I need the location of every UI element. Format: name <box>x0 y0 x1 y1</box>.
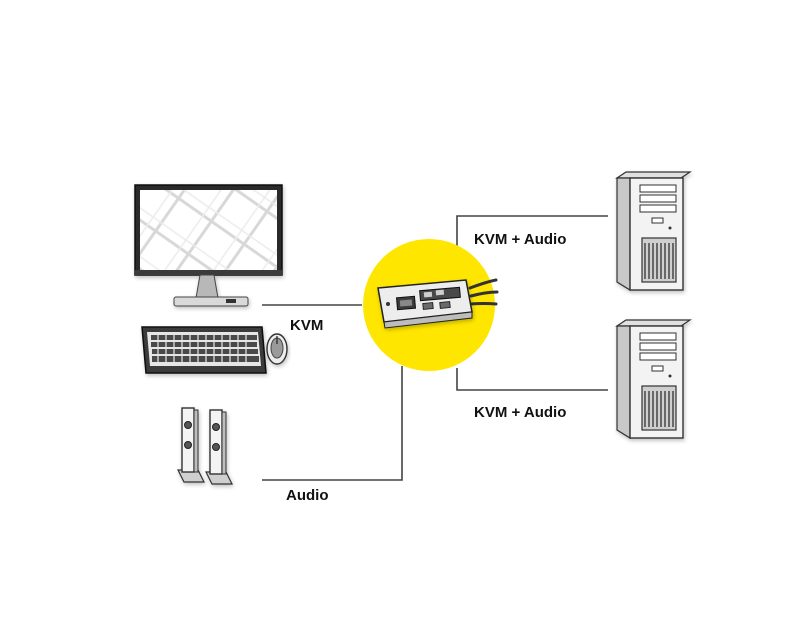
right-speaker <box>205 409 233 485</box>
label-kvm: KVM <box>290 317 323 334</box>
kvm-switch-icon <box>363 239 499 371</box>
mouse-icon <box>266 333 288 365</box>
speakers-icon <box>177 407 233 485</box>
pc-tower-icon <box>615 319 692 440</box>
monitor-icon <box>134 184 283 307</box>
label-kvm-audio-bottom: KVM + Audio <box>474 404 566 421</box>
label-kvm-audio-top: KVM + Audio <box>474 231 566 248</box>
pc-tower-icon <box>615 171 692 292</box>
audio-line <box>262 366 403 481</box>
monitor-screen <box>140 190 277 270</box>
keyboard-icon <box>141 326 267 374</box>
kvm-switch-cables <box>468 278 499 306</box>
left-speaker <box>177 407 205 483</box>
kvm-audio-bottom-line <box>456 368 608 391</box>
label-audio: Audio <box>286 487 329 504</box>
